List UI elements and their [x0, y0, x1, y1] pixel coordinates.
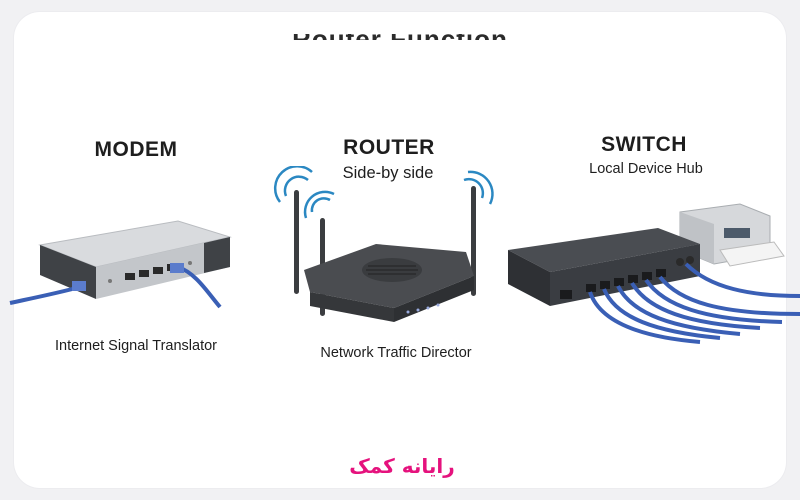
- modem-illustration: [9, 220, 232, 309]
- brand-logo: رایانه کمک: [349, 454, 455, 478]
- page-title: Router Function: [270, 14, 530, 40]
- modem-heading: MODEM: [94, 138, 178, 161]
- switch-illustration: [508, 203, 800, 344]
- router-subtitle: Side-by side: [342, 164, 434, 182]
- switch-subtitle: Local Device Hub: [589, 161, 703, 177]
- router-caption: Network Traffic Director: [320, 345, 472, 361]
- router-heading: ROUTER: [343, 136, 435, 159]
- title-mask: [270, 14, 530, 34]
- switch-heading: SWITCH: [601, 133, 687, 156]
- router-illustration: [273, 166, 494, 322]
- modem-caption: Internet Signal Translator: [54, 338, 217, 354]
